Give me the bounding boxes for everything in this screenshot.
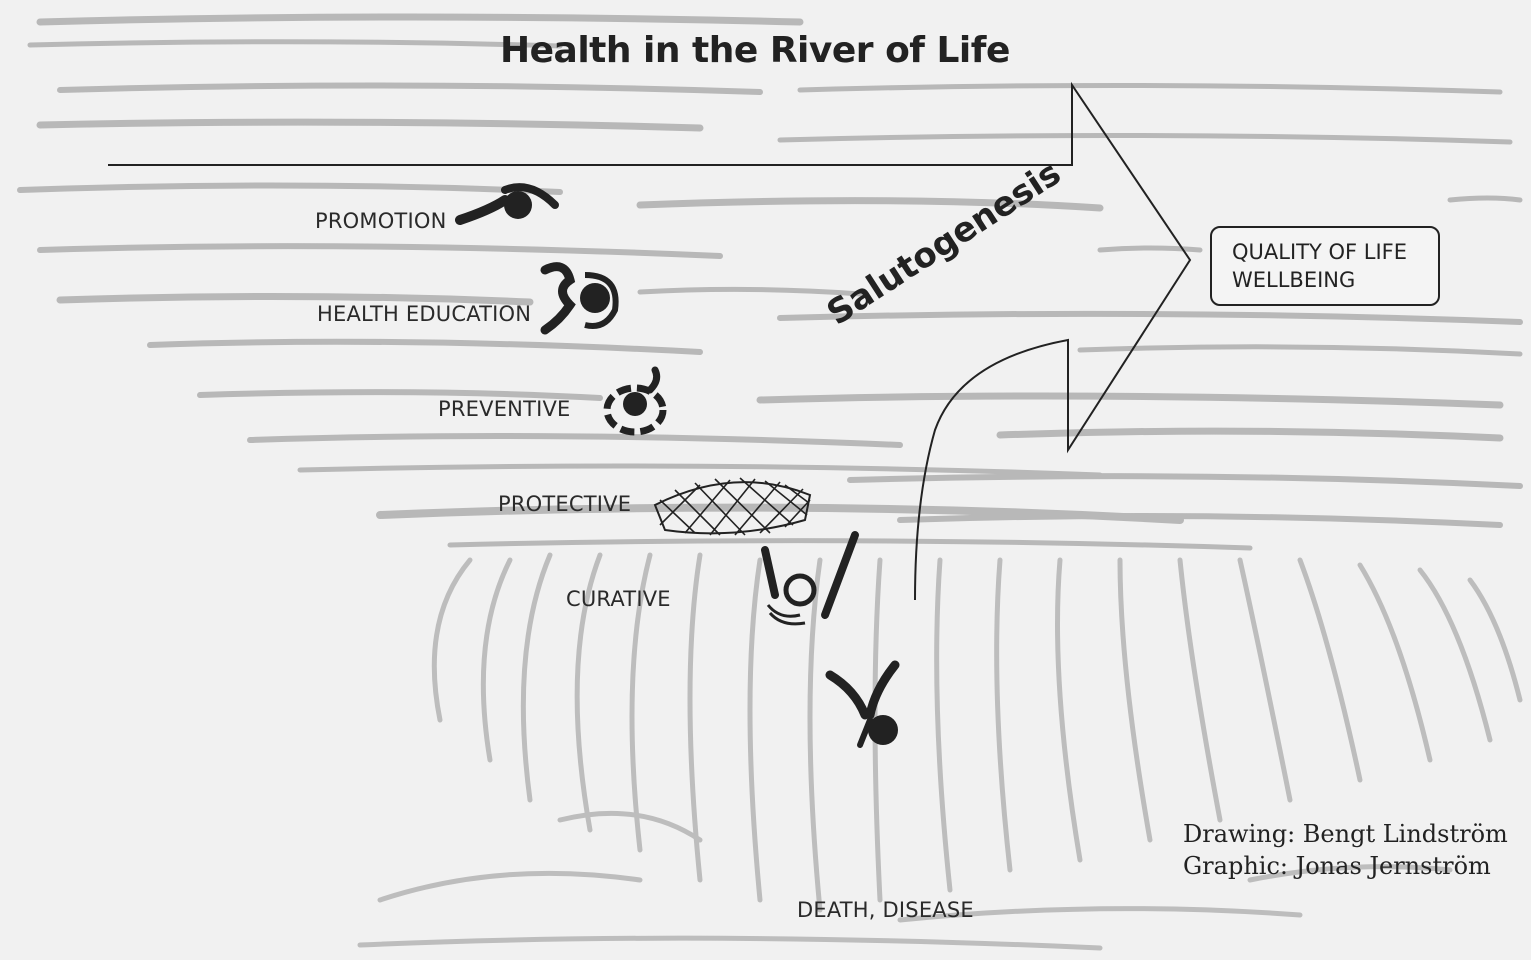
drowning-swimmer-icon (765, 535, 855, 624)
wellbeing-label: WELLBEING (1232, 266, 1438, 294)
diagram-title: Health in the River of Life (500, 30, 1010, 71)
stage-promotion: PROMOTION (315, 209, 447, 233)
safety-net-icon (655, 478, 810, 535)
stage-protective: PROTECTIVE (498, 492, 631, 516)
swimmer-icon (607, 370, 663, 432)
drawing-credit: Drawing: Bengt Lindström (1183, 820, 1508, 848)
swimmer-icon (460, 187, 555, 220)
quality-of-life-label: QUALITY OF LIFE (1232, 238, 1438, 266)
stage-death-disease: DEATH, DISEASE (797, 898, 974, 922)
swimmer-icon (545, 267, 616, 330)
quality-of-life-box: QUALITY OF LIFE WELLBEING (1210, 226, 1440, 306)
falling-swimmer-icon (830, 665, 898, 745)
graphic-credit: Graphic: Jonas Jernström (1183, 852, 1491, 880)
stage-health-education: HEALTH EDUCATION (317, 302, 531, 326)
stage-curative: CURATIVE (566, 587, 671, 611)
stage-preventive: PREVENTIVE (438, 397, 571, 421)
